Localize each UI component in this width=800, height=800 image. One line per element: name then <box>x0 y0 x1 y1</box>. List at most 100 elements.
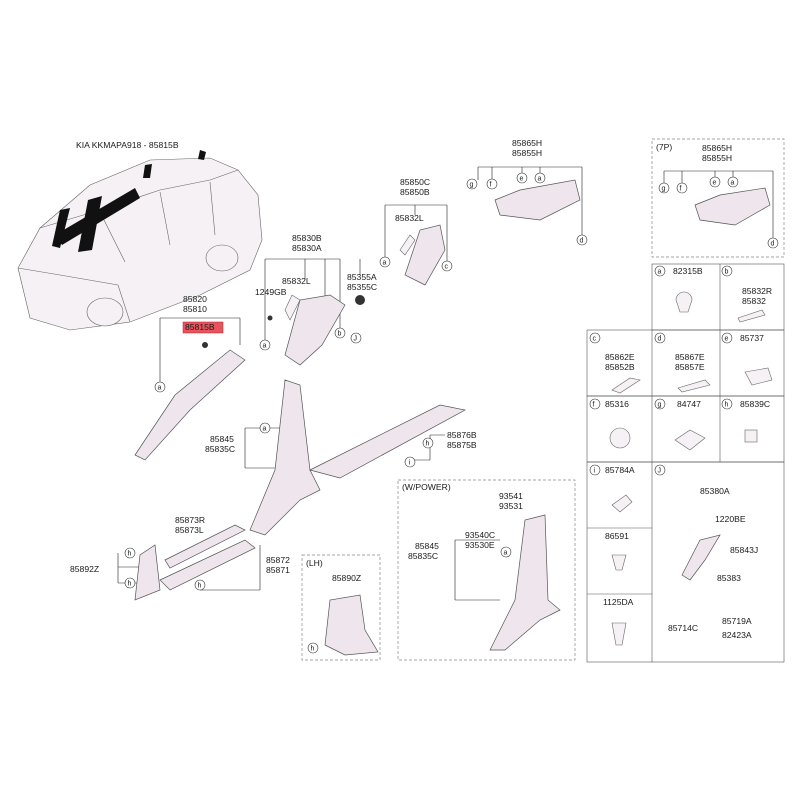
group-w-power: (W/POWER) 93541 93531 93540C 93530E 8584… <box>397 479 576 661</box>
svg-text:h: h <box>198 583 202 590</box>
label-85845-b: 85845 <box>415 541 439 551</box>
label-93541: 93541 <box>499 491 523 501</box>
label-85810: 85810 <box>183 304 207 314</box>
label-85872: 85872 <box>266 555 290 565</box>
svg-text:h: h <box>426 441 430 448</box>
svg-text:a: a <box>731 180 735 187</box>
part-85845-group: 85845 85835C <box>205 379 321 536</box>
label-85830B: 85830B <box>292 233 322 243</box>
table-label-85843J: 85843J <box>730 545 758 555</box>
label-85835C-b: 85835C <box>408 551 438 561</box>
svg-text:i: i <box>594 468 596 475</box>
label-85873R: 85873R <box>175 515 205 525</box>
svg-text:a: a <box>158 385 162 392</box>
table-label-f: 85316 <box>605 399 629 409</box>
label-85875B: 85875B <box>447 440 477 450</box>
svg-text:a: a <box>658 269 662 276</box>
svg-text:h: h <box>725 402 729 409</box>
label-85832L-b: 85832L <box>282 276 311 286</box>
label-1249GB: 1249GB <box>255 287 287 297</box>
table-label-e: 85737 <box>740 333 764 343</box>
label-85855H-a: 85855H <box>512 148 542 158</box>
label-85890Z: 85890Z <box>332 573 361 583</box>
svg-text:d: d <box>580 238 584 245</box>
svg-text:d: d <box>771 241 775 248</box>
table-label-a: 82315B <box>673 266 703 276</box>
group-lh: (LH) 85890Z <box>301 554 381 661</box>
table-label-86591: 86591 <box>605 531 629 541</box>
callouts: g f e a d g f e a d a c a b J a a h i h … <box>124 172 779 654</box>
label-7p: (7P) <box>656 142 672 152</box>
label-85355A: 85355A <box>347 272 377 282</box>
part-85876-group: 85876B 85875B <box>309 404 477 479</box>
table-label-85714C: 85714C <box>668 623 698 633</box>
label-85355C: 85355C <box>347 282 377 292</box>
table-label-g: 84747 <box>677 399 701 409</box>
label-85871: 85871 <box>266 565 290 575</box>
table-label-i: 85784A <box>605 465 635 475</box>
svg-text:e: e <box>520 176 524 183</box>
svg-text:g: g <box>470 182 474 189</box>
vehicle-illustration <box>17 150 263 331</box>
svg-text:h: h <box>311 646 315 653</box>
table-label-85383: 85383 <box>717 573 741 583</box>
svg-text:c: c <box>445 264 449 271</box>
table-label-1220BE: 1220BE <box>715 514 746 524</box>
table-label-85719A: 85719A <box>722 616 752 626</box>
svg-text:a: a <box>504 550 508 557</box>
svg-text:g: g <box>662 186 666 193</box>
svg-text:e: e <box>725 336 729 343</box>
label-85835C-a: 85835C <box>205 444 235 454</box>
table-label-h: 85839C <box>740 399 770 409</box>
diagram-title: KIA KKMAPA918 - 85815B <box>76 140 179 150</box>
part-85830-group: 85830B 85830A 85832L 1249GB 85355A 85355… <box>255 233 377 366</box>
svg-text:a: a <box>263 343 267 350</box>
label-85865H-a: 85865H <box>512 138 542 148</box>
table-label-d1: 85867E <box>675 352 705 362</box>
svg-text:h: h <box>128 581 132 588</box>
table-label-b1: 85832R <box>742 286 772 296</box>
label-85876B: 85876B <box>447 430 477 440</box>
label-85830A: 85830A <box>292 243 322 253</box>
group-7p: (7P) 85865H 85855H <box>651 138 785 258</box>
svg-text:a: a <box>538 176 542 183</box>
table-label-d2: 85857E <box>675 362 705 372</box>
part-85850-group: 85850C 85850B 85832L <box>384 177 448 286</box>
svg-text:a: a <box>263 426 267 433</box>
svg-text:b: b <box>725 269 729 276</box>
svg-text:c: c <box>593 336 597 343</box>
svg-text:b: b <box>338 331 342 338</box>
highlighted-part-85815B[interactable] <box>182 321 224 334</box>
label-85820: 85820 <box>183 294 207 304</box>
label-93531: 93531 <box>499 501 523 511</box>
svg-text:e: e <box>713 180 717 187</box>
label-85815B[interactable]: 85815B <box>185 322 215 332</box>
table-label-j-title: 85380A <box>700 486 730 496</box>
label-85850C: 85850C <box>400 177 430 187</box>
parts-table: 82315B 85832R 85832 85862E 85852B 85867E… <box>586 263 785 663</box>
label-85855H-b: 85855H <box>702 153 732 163</box>
label-93540C: 93540C <box>465 530 495 540</box>
label-85845-a: 85845 <box>210 434 234 444</box>
svg-text:f: f <box>593 402 595 409</box>
table-label-c1: 85862E <box>605 352 635 362</box>
svg-text:h: h <box>128 551 132 558</box>
label-85865H-b: 85865H <box>702 143 732 153</box>
part-85873-group: 85873R 85873L 85892Z 85872 85871 <box>70 515 290 601</box>
label-w-power: (W/POWER) <box>402 482 451 492</box>
svg-text:i: i <box>409 460 411 467</box>
table-label-82423A: 82423A <box>722 630 752 640</box>
label-85892Z: 85892Z <box>70 564 99 574</box>
table-label-c2: 85852B <box>605 362 635 372</box>
svg-text:a: a <box>383 260 387 267</box>
label-85850B: 85850B <box>400 187 430 197</box>
table-label-1125DA: 1125DA <box>603 597 634 607</box>
svg-text:d: d <box>658 336 662 343</box>
label-85832L-a: 85832L <box>395 213 424 223</box>
svg-text:f: f <box>680 186 682 193</box>
part-85865-group: 85865H 85855H <box>477 138 583 235</box>
label-93530E: 93530E <box>465 540 495 550</box>
svg-text:J: J <box>658 468 662 475</box>
label-lh: (LH) <box>306 558 323 568</box>
